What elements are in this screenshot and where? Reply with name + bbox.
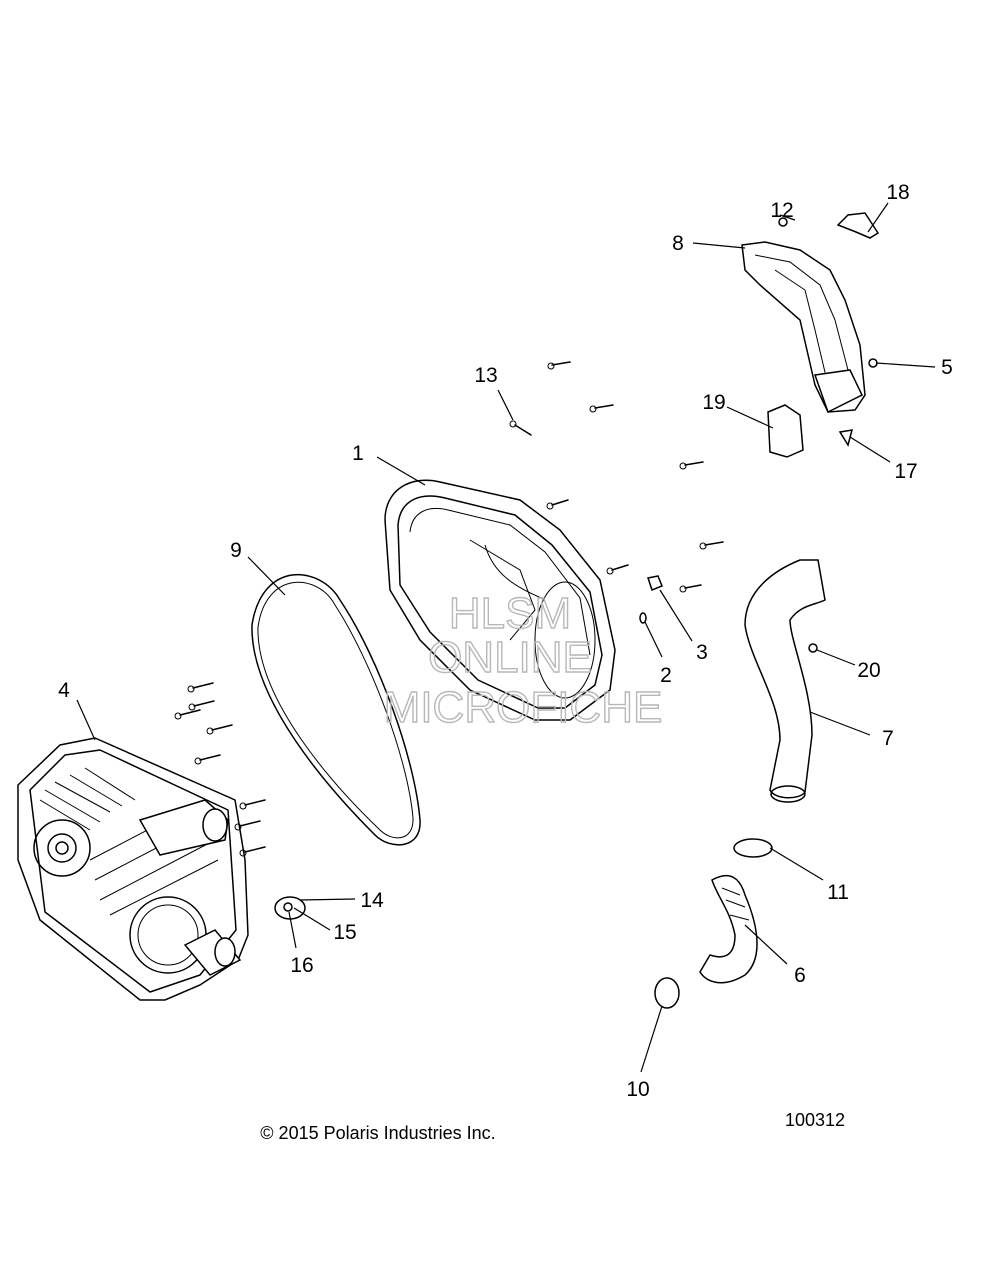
callout-3: 3	[696, 641, 708, 664]
oring-and-plug	[639, 575, 663, 624]
callout-17: 17	[894, 460, 917, 483]
callout-7: 7	[882, 727, 894, 750]
callout-9: 9	[230, 539, 242, 562]
leader-lines	[76, 202, 936, 1073]
hose-clamps	[654, 838, 773, 1009]
watermark-line-3: MICROFICHE	[384, 683, 663, 732]
callout-20: 20	[857, 659, 880, 682]
watermark-line-1: HLSM	[449, 589, 571, 638]
callout-16: 16	[290, 954, 313, 977]
intake-boot	[699, 874, 758, 984]
inner-cover-bolts	[509, 361, 724, 593]
copyright-notice: © 2015 Polaris Industries Inc.	[260, 1123, 495, 1143]
callout-13: 13	[474, 364, 497, 387]
callout-5: 5	[941, 356, 953, 379]
figure-number: 100312	[785, 1110, 845, 1130]
callout-15: 15	[333, 921, 356, 944]
cover-bolts	[174, 682, 266, 857]
callout-10: 10	[626, 1078, 649, 1101]
callout-11: 11	[827, 881, 849, 904]
callout-19: 19	[702, 391, 725, 414]
inner-clutch-cover	[384, 479, 616, 721]
intake-duct-upper	[741, 241, 866, 414]
callout-8: 8	[672, 232, 684, 255]
watermark: HLSM ONLINE MICROFICHE	[383, 588, 663, 732]
callout-12: 12	[770, 199, 793, 222]
callout-4: 4	[58, 679, 70, 702]
duct-insert	[767, 404, 804, 458]
callout-6: 6	[794, 964, 806, 987]
drive-belt	[251, 573, 421, 846]
watermark-line-2: ONLINE	[428, 633, 592, 682]
intake-tube	[744, 559, 826, 803]
callout-18: 18	[886, 181, 909, 204]
callout-14: 14	[360, 889, 384, 912]
outer-clutch-cover	[17, 737, 249, 1001]
callout-1: 1	[352, 442, 364, 465]
callout-numbers: 1 2 3 4 5 6 7 8 9 10 11 12 13 14 15 16 1…	[58, 181, 953, 1101]
callout-2: 2	[660, 664, 672, 687]
